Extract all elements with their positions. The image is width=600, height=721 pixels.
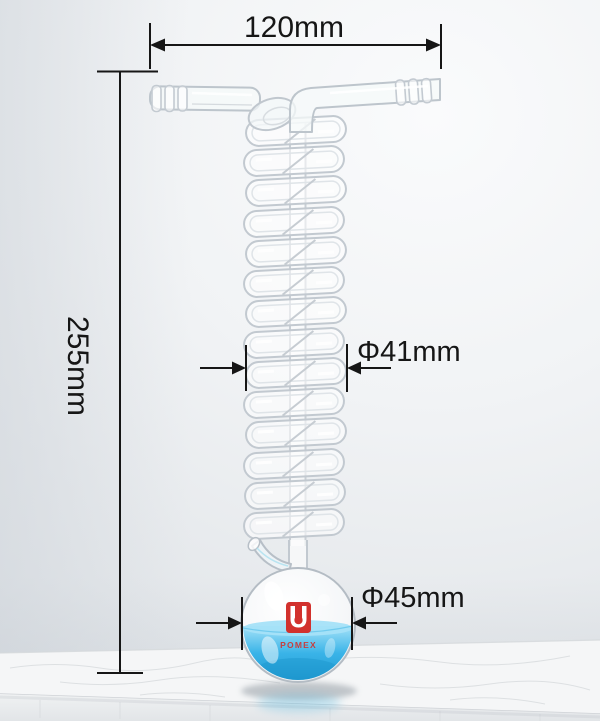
right-hose-barb <box>394 77 433 106</box>
coil-turn <box>241 446 347 482</box>
coil-turn <box>241 325 347 361</box>
right-arm-highlight <box>329 84 429 95</box>
dimension-flask-diameter: Φ45mm <box>196 582 465 650</box>
coil-turn <box>243 294 349 330</box>
coil-turn <box>241 385 347 421</box>
right-arm <box>289 77 441 133</box>
pomex-logo-drop <box>294 612 303 625</box>
coil-turn <box>243 415 349 451</box>
spout-tip <box>247 536 261 552</box>
front-edge-streaks <box>39 700 541 721</box>
flask-blue-reflection <box>257 694 341 712</box>
marble-veins <box>9 655 591 705</box>
dimension-height: 255mm <box>61 70 158 674</box>
flask-glass-highlight <box>264 581 284 611</box>
coil-turn <box>241 506 347 542</box>
arrowhead-right-icon <box>232 361 246 375</box>
coil-turn <box>241 264 347 300</box>
side-spout <box>247 536 292 573</box>
coil-turn <box>242 476 348 512</box>
arrowhead-right-icon <box>426 38 441 52</box>
flask-neck <box>288 540 308 574</box>
coil-turn <box>243 173 349 209</box>
arrowhead-left-icon <box>352 616 366 630</box>
coil-condenser: POMEX <box>148 77 441 683</box>
coil-turn <box>243 234 349 270</box>
pomex-logo: POMEX <box>280 602 317 650</box>
flask-diameter-label: Φ45mm <box>361 582 465 614</box>
arrowhead-left-icon <box>150 38 165 52</box>
spout-tint <box>256 547 289 567</box>
dimension-coil-diameter: Φ41mm <box>200 336 461 392</box>
flask-glass-glint <box>318 594 330 606</box>
width-label: 120mm <box>244 11 344 44</box>
arrowhead-left-icon <box>347 361 361 375</box>
dimension-width: 120mm <box>149 11 442 69</box>
left-hose-barb <box>151 84 188 113</box>
left-arm-highlight <box>191 91 253 97</box>
height-label: 255mm <box>61 316 94 416</box>
flask-shadow <box>241 682 357 700</box>
pomex-logo-chalice <box>290 606 307 628</box>
coil-turn <box>241 204 347 240</box>
coil-diameter-label: Φ41mm <box>357 336 461 368</box>
left-arm-inner-line <box>191 103 253 106</box>
left-arm <box>148 84 262 113</box>
pomex-logo-text: POMEX <box>280 640 317 650</box>
coil-turn <box>243 355 349 391</box>
arrowhead-right-icon <box>228 616 242 630</box>
coil-turn <box>241 143 347 179</box>
